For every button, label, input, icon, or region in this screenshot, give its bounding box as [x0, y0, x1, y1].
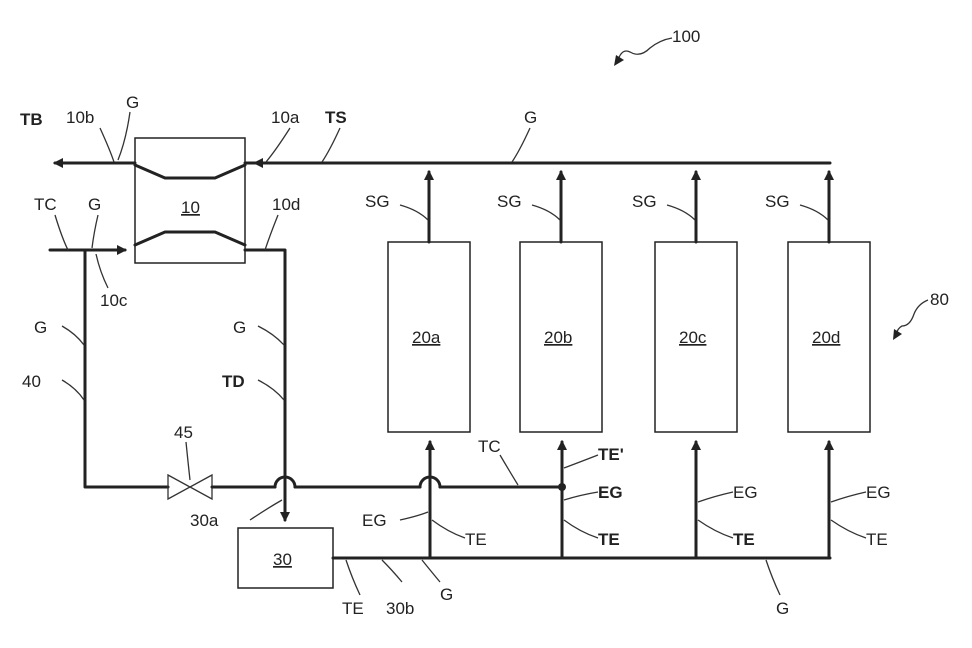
ref-80-label: 80	[930, 290, 949, 309]
module-20b-label: 20b	[544, 328, 572, 347]
label-10b: 10b	[66, 108, 94, 127]
module-20d-label: 20d	[812, 328, 840, 347]
leader-G-left	[92, 215, 98, 248]
label-TE-20d: TE	[866, 530, 888, 549]
leader-EG-20c	[698, 492, 733, 502]
ref-100-label: 100	[672, 27, 700, 46]
label-TC-left: TC	[34, 195, 57, 214]
leader-SG-20a	[400, 205, 428, 220]
leader-30b	[382, 560, 402, 582]
leader-G-topline	[512, 128, 530, 162]
leader-TD	[258, 380, 284, 400]
label-TB: TB	[20, 110, 43, 129]
label-TE-20c: TE	[733, 530, 755, 549]
label-EG-20c: EG	[733, 483, 758, 502]
leader-TE-20b	[564, 520, 598, 538]
label-TE-prime: TE'	[598, 445, 624, 464]
label-G-40: G	[34, 318, 47, 337]
label-45: 45	[174, 423, 193, 442]
leader-30a	[250, 500, 282, 520]
leader-SG-20d	[800, 205, 828, 220]
label-TS: TS	[325, 108, 347, 127]
leader-G-TD	[258, 326, 284, 345]
label-SG-20b: SG	[497, 192, 522, 211]
ref-100-leader	[618, 38, 672, 60]
label-10c: 10c	[100, 291, 128, 310]
module-20c-label: 20c	[679, 328, 707, 347]
leader-TE-20c	[698, 520, 733, 538]
leader-10b	[100, 128, 114, 162]
label-G-left: G	[88, 195, 101, 214]
ref-80-leader	[896, 300, 928, 334]
label-TE-20b: TE	[598, 530, 620, 549]
leader-EG-20d	[831, 492, 866, 502]
leader-TE-bottom	[346, 560, 360, 595]
label-G-bottom: G	[776, 599, 789, 618]
leader-40	[62, 380, 84, 400]
leader-10d	[265, 215, 278, 250]
valve-right	[190, 475, 212, 499]
turbine-label: 10	[181, 198, 200, 217]
leader-G-bottom	[766, 560, 780, 595]
leader-G-top	[118, 112, 130, 160]
label-SG-20d: SG	[765, 192, 790, 211]
label-10a: 10a	[271, 108, 300, 127]
leader-TE-20a	[432, 520, 465, 538]
outlet-line-TD	[245, 250, 285, 510]
label-G-bottom-left: G	[440, 585, 453, 604]
label-G-TD: G	[233, 318, 246, 337]
label-10d: 10d	[272, 195, 300, 214]
leader-10a	[266, 128, 290, 162]
label-G-top: G	[126, 93, 139, 112]
leader-TC-left	[55, 215, 68, 250]
heat-exchanger-label: 30	[273, 550, 292, 569]
label-40: 40	[22, 372, 41, 391]
leader-G-40	[62, 326, 84, 345]
label-TC-mid: TC	[478, 437, 501, 456]
label-SG-20c: SG	[632, 192, 657, 211]
label-EG-20d: EG	[866, 483, 891, 502]
leader-TC-mid	[500, 455, 518, 485]
leader-TS	[322, 128, 340, 162]
leader-10c	[96, 254, 108, 288]
leader-G-bottom-left	[422, 560, 440, 582]
label-EG-20a: EG	[362, 511, 387, 530]
leader-45	[186, 442, 190, 480]
leader-SG-20b	[532, 205, 560, 220]
valve-left	[168, 475, 190, 499]
leader-TE-20d	[831, 520, 866, 538]
leader-TE-prime	[564, 455, 598, 468]
label-G-topline: G	[524, 108, 537, 127]
label-TD: TD	[222, 372, 245, 391]
label-30a: 30a	[190, 511, 219, 530]
label-EG-20b: EG	[598, 483, 623, 502]
label-TE-bottom: TE	[342, 599, 364, 618]
leader-EG-20b	[564, 492, 598, 500]
bypass-line-40	[85, 250, 168, 487]
label-30b: 30b	[386, 599, 414, 618]
leader-EG-20a	[400, 512, 428, 520]
module-20a-label: 20a	[412, 328, 441, 347]
label-TE-20a: TE	[465, 530, 487, 549]
leader-SG-20c	[667, 205, 695, 220]
label-SG-20a: SG	[365, 192, 390, 211]
